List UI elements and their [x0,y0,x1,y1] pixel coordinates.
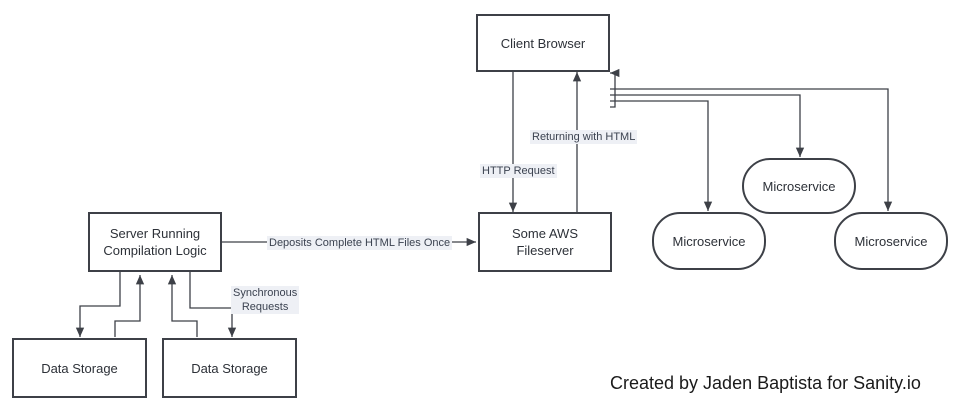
data-storage-node-b: Data Storage [162,338,297,398]
microservice-node-c: Microservice [834,212,948,270]
edge-server-to-storage-b [189,272,237,337]
edge-browser-to-microservice-c [610,88,893,211]
edge-label-deposits: Deposits Complete HTML Files Once [267,236,453,250]
edge-storage-a-to-server [114,275,145,337]
server-node: Server Running Compilation Logic [88,212,222,272]
fileserver-label-line2: Fileserver [516,243,574,258]
edge-label-synchronous-requests: Synchronous Requests [231,286,300,314]
edge-microservices-return [610,68,620,108]
microservice-label-b: Microservice [762,178,836,194]
data-storage-label-a: Data Storage [41,360,118,376]
edge-label-synchronous-line2: Requests [241,301,289,313]
edge-browser-to-microservice-a [610,100,713,211]
fileserver-label-line1: Some AWS [512,226,578,241]
data-storage-node-a: Data Storage [12,338,147,398]
fileserver-node: Some AWS Fileserver [478,212,612,272]
server-label-line2: Compilation Logic [103,243,207,258]
microservice-label-c: Microservice [854,233,928,249]
client-browser-node: Client Browser [476,14,610,72]
microservice-node-a: Microservice [652,212,766,270]
server-label-line1: Server Running [109,226,201,241]
data-storage-label-b: Data Storage [191,360,268,376]
edge-label-synchronous-line1: Synchronous [233,287,298,299]
credit-text: Created by Jaden Baptista for Sanity.io [610,373,921,393]
edge-storage-b-to-server [167,275,198,337]
client-browser-label: Client Browser [500,35,586,51]
edge-label-returning: Returning with HTML [530,130,638,144]
edge-server-to-storage-a [75,272,121,337]
edge-label-http-request: HTTP Request [480,164,557,178]
microservice-label-a: Microservice [672,233,746,249]
microservice-node-b: Microservice [742,158,856,214]
edge-browser-to-microservice-b [610,94,805,157]
